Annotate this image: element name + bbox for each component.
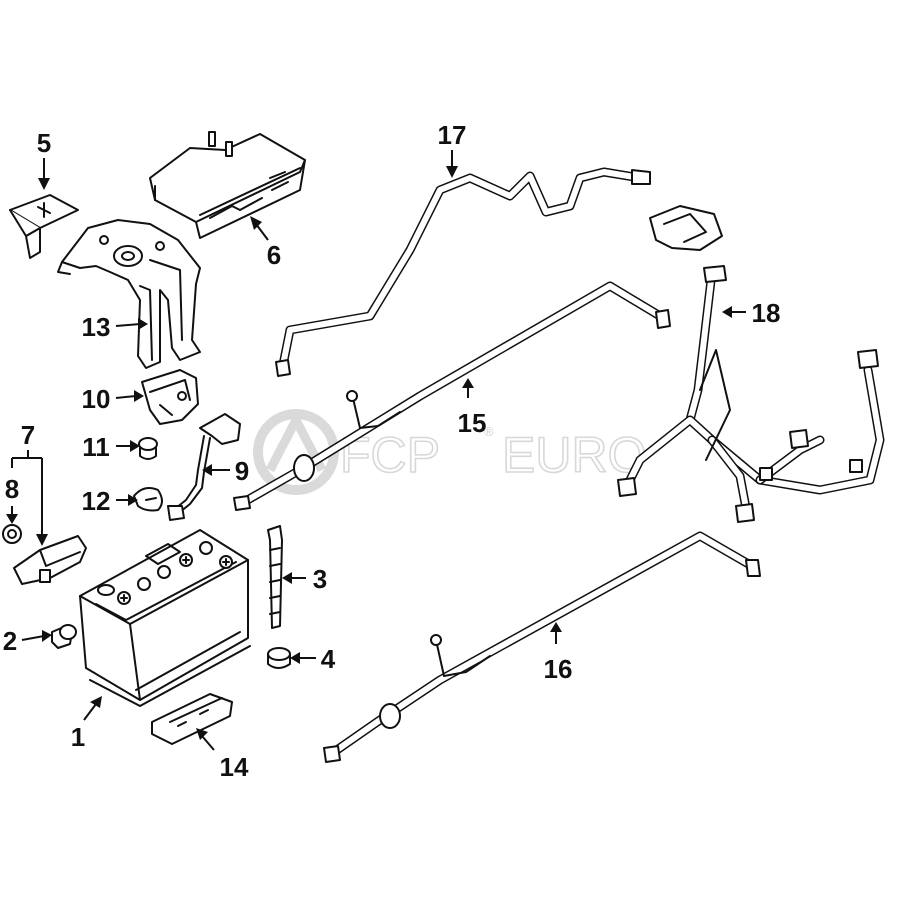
part-5-terminal-cover xyxy=(9,194,79,259)
callout-8: 8 xyxy=(5,474,19,504)
watermark-suffix: EURO xyxy=(502,427,646,483)
callout-10: 10 xyxy=(82,384,111,414)
callout-5: 5 xyxy=(37,128,51,158)
callout-4: 4 xyxy=(321,644,336,674)
callout-14: 14 xyxy=(220,752,249,782)
part-12-clip xyxy=(133,487,163,512)
part-7-sensor-module xyxy=(13,535,87,585)
callout-15: 15 xyxy=(458,408,487,438)
part-9-ground-cable xyxy=(167,413,241,521)
watermark-registered-mark: ® xyxy=(484,424,494,439)
part-1-battery xyxy=(79,529,251,707)
part-10-clamp-bracket xyxy=(141,369,199,425)
part-13-support-bracket xyxy=(57,219,201,369)
callout-numbers: 5 6 13 10 11 12 9 7 8 2 3 4 1 14 17 15 1… xyxy=(3,120,781,782)
callout-13: 13 xyxy=(82,312,111,342)
part-6-tray-cover xyxy=(149,131,306,239)
callout-2: 2 xyxy=(3,626,17,656)
watermark: FCP ® EURO xyxy=(253,409,647,495)
part-17-cable xyxy=(275,167,651,377)
callout-7: 7 xyxy=(21,420,35,450)
part-4-grommet xyxy=(267,647,291,669)
callout-9: 9 xyxy=(235,456,249,486)
part-16-cable xyxy=(323,531,761,763)
part-18-wiring-harness xyxy=(617,205,885,523)
callout-11: 11 xyxy=(82,432,110,462)
callout-1: 1 xyxy=(71,722,85,752)
battery-terminal-icon xyxy=(97,541,233,605)
leader-lines xyxy=(6,150,746,751)
callout-6: 6 xyxy=(267,240,281,270)
callout-18: 18 xyxy=(752,298,781,328)
callout-12: 12 xyxy=(82,486,111,516)
part-2-plug xyxy=(51,624,77,649)
part-14-hold-down xyxy=(151,693,233,745)
callout-16: 16 xyxy=(544,654,573,684)
part-15-cable xyxy=(233,281,671,511)
part-3-vent-tube xyxy=(267,525,283,629)
part-11-nut xyxy=(138,437,158,460)
callout-17: 17 xyxy=(438,120,467,150)
part-8-grommet xyxy=(2,524,22,544)
callout-3: 3 xyxy=(313,564,327,594)
